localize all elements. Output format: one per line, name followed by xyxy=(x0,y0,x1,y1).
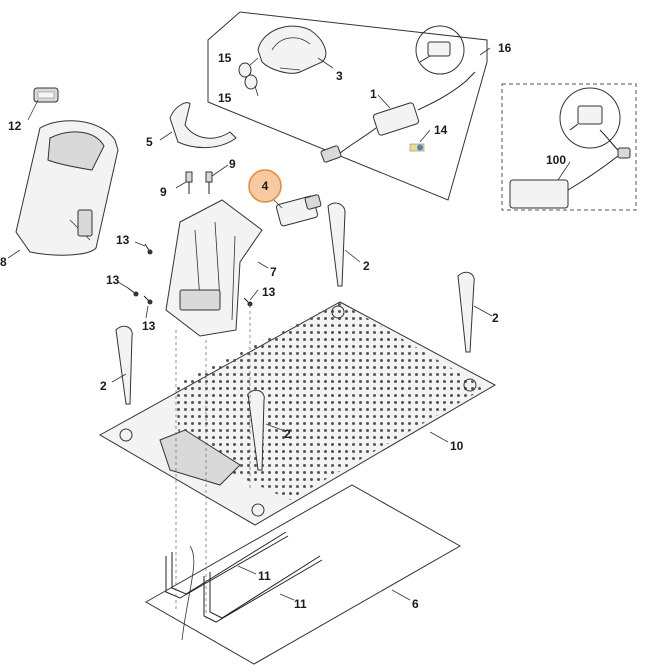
part-4-switch xyxy=(275,194,322,227)
label-100: 100 xyxy=(546,153,566,167)
part-1-power-supply xyxy=(320,71,476,163)
label-3: 3 xyxy=(336,69,343,83)
part-labels: 3 15 15 1 16 14 100 12 8 5 9 9 7 13 13 1… xyxy=(0,41,566,611)
part-9-connectors xyxy=(185,171,213,194)
label-12: 12 xyxy=(8,119,22,133)
part-3-top-cover xyxy=(257,25,327,74)
part-5-bracket xyxy=(169,102,237,148)
label-2b: 2 xyxy=(492,311,499,325)
label-2d: 2 xyxy=(284,427,291,441)
label-14: 14 xyxy=(434,123,448,137)
label-10: 10 xyxy=(450,439,464,453)
leader-lines xyxy=(7,47,571,601)
label-7: 7 xyxy=(270,265,277,279)
label-13d: 13 xyxy=(262,285,276,299)
label-9a: 9 xyxy=(160,185,167,199)
part-14-sticker xyxy=(409,143,425,152)
label-8: 8 xyxy=(0,255,7,269)
label-15a: 15 xyxy=(218,51,232,65)
label-15b: 15 xyxy=(218,91,232,105)
highlight-part-4[interactable]: 4 xyxy=(248,169,282,203)
part-11-rods xyxy=(165,531,323,623)
part-6-ground-mat xyxy=(144,484,462,665)
part-13-screws xyxy=(127,243,253,307)
part-16-connector xyxy=(415,25,465,75)
label-5: 5 xyxy=(146,135,153,149)
label-6: 6 xyxy=(412,597,419,611)
label-11b: 11 xyxy=(294,597,307,611)
label-9b: 9 xyxy=(229,157,236,171)
part-16-frame xyxy=(207,11,488,201)
label-2c: 2 xyxy=(100,379,107,393)
part-7-base-housing xyxy=(165,199,263,337)
label-13a: 13 xyxy=(116,233,130,247)
label-11a: 11 xyxy=(258,569,271,583)
part-12-badge xyxy=(33,87,59,103)
label-13c: 13 xyxy=(142,319,156,333)
part-100-frame xyxy=(501,83,637,211)
part-2-pegs xyxy=(115,202,475,471)
part-15-caps xyxy=(238,62,258,90)
guide-lines xyxy=(175,305,251,620)
part-8-housing-cover xyxy=(15,120,119,256)
label-2a: 2 xyxy=(363,259,370,273)
label-4: 4 xyxy=(262,179,269,193)
part-10-base-plate xyxy=(98,301,497,526)
label-13b: 13 xyxy=(106,273,120,287)
label-16: 16 xyxy=(498,41,512,55)
label-1: 1 xyxy=(370,87,377,101)
